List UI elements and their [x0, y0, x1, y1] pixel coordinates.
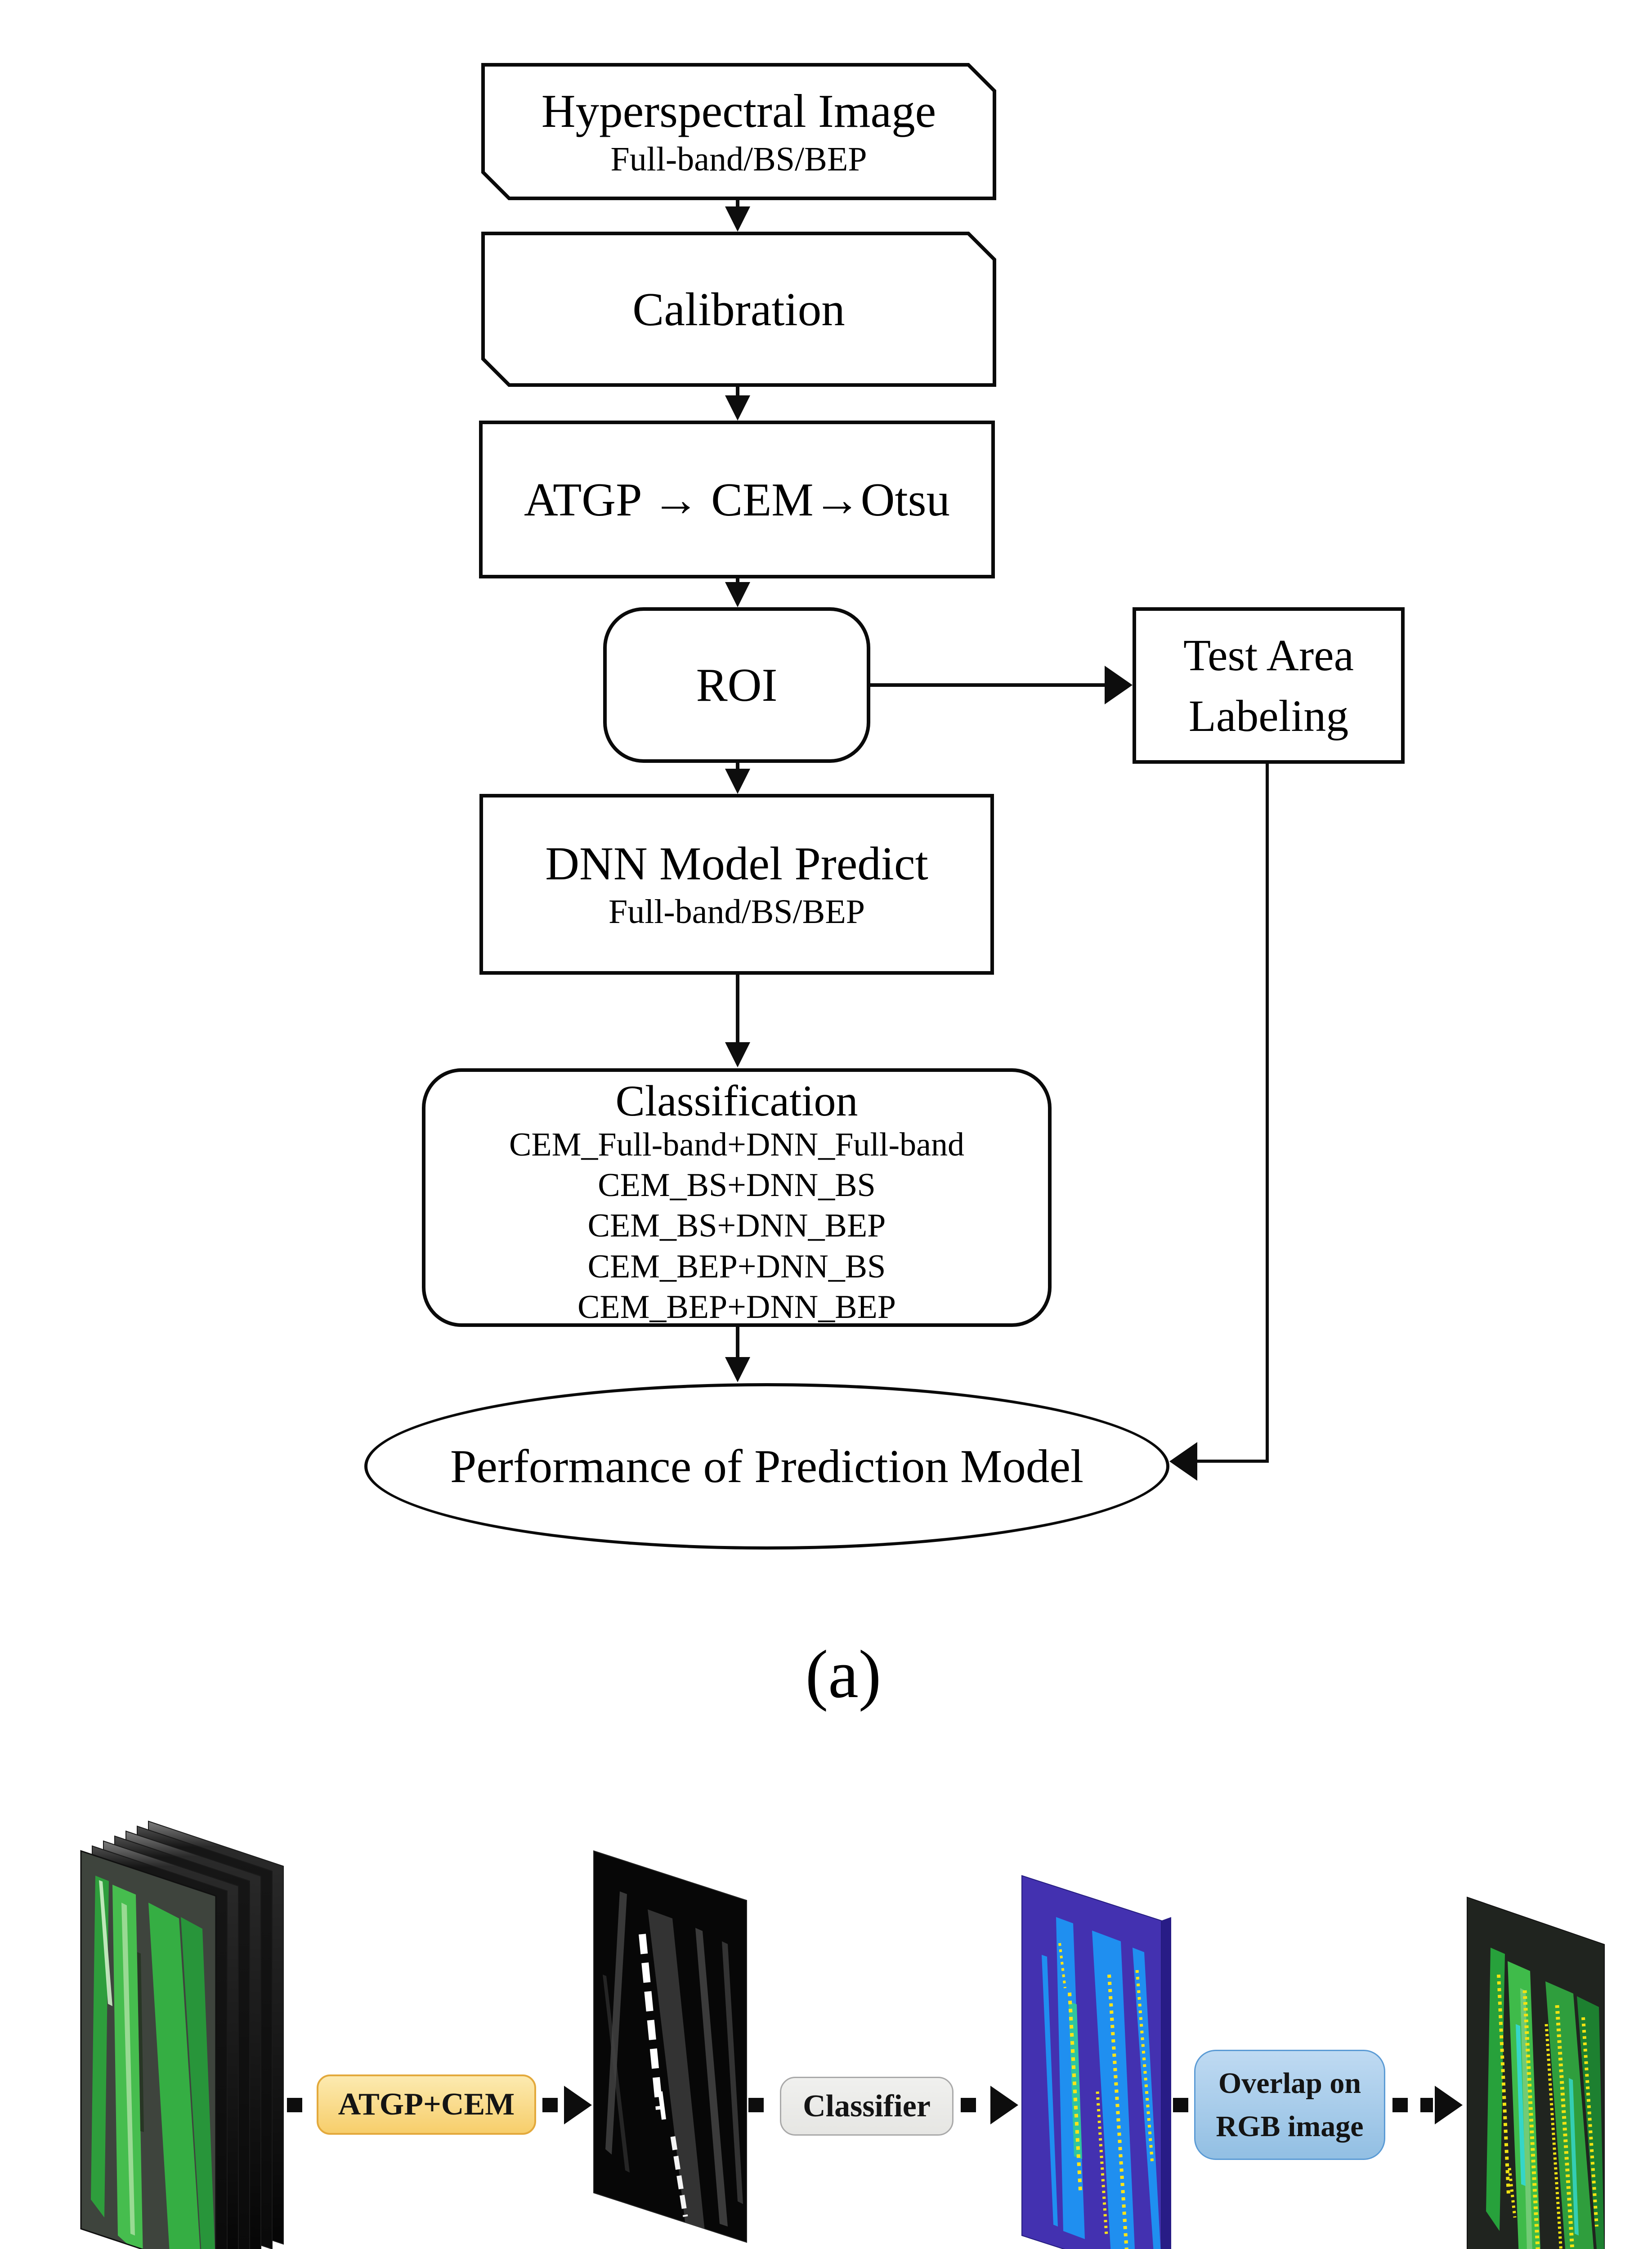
arrow-down-icon — [725, 395, 750, 421]
arrow-right-icon — [564, 2086, 592, 2124]
node-title: Classification — [615, 1077, 858, 1125]
overlap-rgb-button: Overlap on RGB image — [1194, 2050, 1385, 2160]
node-title: ROI — [696, 659, 778, 712]
classifier-button-label: Classifier — [803, 2088, 931, 2124]
arrow-down-icon — [725, 206, 750, 232]
pipeline-dashed-connector — [542, 2098, 562, 2112]
pipeline-dashed-connector — [748, 2098, 776, 2112]
beveled-box-shape — [481, 232, 996, 387]
detection-result-graphic — [1467, 1896, 1605, 2249]
node-title-line1: Test Area — [1183, 630, 1354, 680]
classification-item: CEM_BS+DNN_BEP — [587, 1207, 886, 1245]
flowchart-node-atgp-cem-otsu: ATGP → CEM→Otsu — [479, 421, 995, 578]
arrow-down-icon — [725, 769, 750, 794]
flowchart-node-test-area-labeling: Test Area Labeling — [1133, 607, 1405, 764]
node-title: DNN Model Predict — [545, 837, 928, 890]
connector-line-horizontal — [1197, 1460, 1268, 1463]
classification-item: CEM_Full-band+DNN_Full-band — [509, 1126, 964, 1163]
caption-part-a: (a) — [805, 1636, 882, 1712]
node-subtitle: Full-band/BS/BEP — [608, 893, 865, 931]
flowchart-node-performance: Performance of Prediction Model — [364, 1383, 1169, 1550]
classification-item: CEM_BS+DNN_BS — [598, 1167, 876, 1204]
connector-line-vertical — [1266, 764, 1269, 1463]
flowchart-node-hyperspectral-input: Hyperspectral Image Full-band/BS/BEP — [481, 63, 996, 200]
pipeline-dashed-connector — [1173, 2098, 1191, 2112]
pipeline-dashed-connector — [1392, 2098, 1433, 2112]
arrow-right-icon — [990, 2086, 1018, 2124]
flow-arrow-line — [736, 975, 739, 1043]
node-title: Hyperspectral Image — [541, 84, 936, 137]
flow-arrow-line — [736, 200, 739, 207]
node-title-line2: Labeling — [1188, 691, 1349, 741]
classification-item: CEM_BEP+DNN_BS — [587, 1248, 886, 1285]
atgp-cem-button: ATGP+CEM — [317, 2074, 536, 2135]
arrow-down-icon — [725, 1357, 750, 1382]
pipeline-dashed-connector — [287, 2098, 315, 2112]
flow-arrow-line — [736, 387, 739, 397]
classification-item: CEM_BEP+DNN_BEP — [578, 1288, 896, 1326]
arrow-right-icon — [1435, 2086, 1463, 2124]
overlap-rgb-button-line2: RGB image — [1216, 2110, 1364, 2143]
arrow-right-icon — [1105, 666, 1133, 704]
classified-result-graphic — [1021, 1875, 1171, 2249]
flow-arrow-line — [736, 1327, 739, 1357]
classifier-button: Classifier — [780, 2077, 954, 2136]
node-title: Performance of Prediction Model — [450, 1440, 1084, 1493]
pipeline-dashed-connector — [961, 2098, 989, 2112]
flow-arrow-line — [736, 578, 739, 584]
flow-arrow-line — [870, 683, 1106, 687]
flow-arrow-line — [736, 763, 739, 770]
hyperspectral-stack-graphic — [80, 1820, 284, 2249]
cem-result-graphic — [593, 1850, 747, 2243]
arrow-down-icon — [725, 582, 750, 607]
flowchart-node-roi: ROI — [603, 607, 870, 763]
overlap-rgb-button-line1: Overlap on — [1218, 2066, 1361, 2100]
arrow-down-icon — [725, 1042, 750, 1067]
atgp-cem-button-label: ATGP+CEM — [338, 2087, 515, 2122]
node-title: ATGP → CEM→Otsu — [524, 473, 950, 526]
node-title: Calibration — [632, 282, 845, 336]
arrow-left-icon — [1169, 1442, 1197, 1481]
flowchart-node-dnn-predict: DNN Model Predict Full-band/BS/BEP — [479, 794, 994, 975]
flowchart-node-classification: Classification CEM_Full-band+DNN_Full-ba… — [422, 1068, 1052, 1327]
node-subtitle: Full-band/BS/BEP — [610, 140, 867, 178]
beveled-box-shape — [481, 63, 996, 200]
flowchart-node-calibration: Calibration — [481, 232, 996, 387]
